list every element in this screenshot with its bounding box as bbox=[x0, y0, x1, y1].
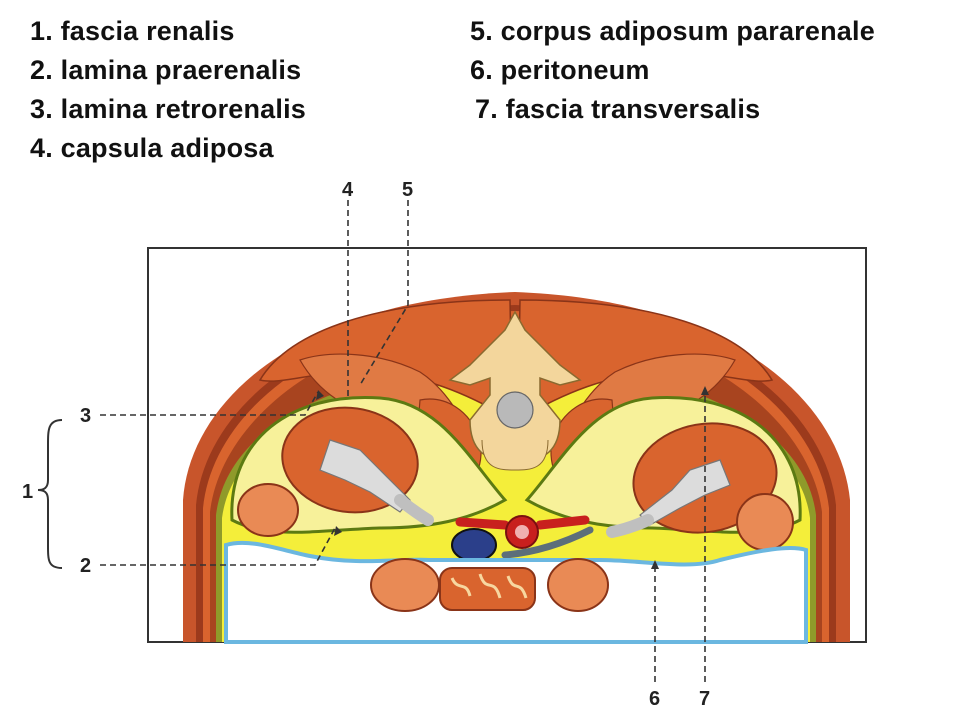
callout-number-4: 4 bbox=[342, 179, 354, 201]
peritoneal-cavity bbox=[224, 540, 808, 644]
renal-vein-right bbox=[535, 515, 590, 530]
callout-line-5 bbox=[359, 200, 409, 386]
callout-number-2: 2 bbox=[80, 555, 91, 577]
legend-item-4: 4. capsula adiposa bbox=[30, 133, 274, 163]
kidney-left-sinus bbox=[319, 439, 411, 513]
mesentery-bowel bbox=[439, 567, 536, 611]
colon-left bbox=[237, 483, 299, 537]
spinal-cord bbox=[496, 391, 534, 429]
arrow-6 bbox=[651, 560, 659, 569]
legend-item-7: 7. fascia transversalis bbox=[475, 94, 761, 124]
intestine-loop-1 bbox=[370, 558, 440, 612]
intestine-loop-2 bbox=[547, 558, 609, 612]
vena-cava bbox=[451, 528, 497, 562]
arrow-3 bbox=[316, 390, 324, 400]
renal-vein-long bbox=[501, 526, 594, 559]
callout-number-1: 1 bbox=[22, 481, 33, 503]
legend-item-2: 2. lamina praerenalis bbox=[30, 55, 302, 85]
kidney-left bbox=[281, 406, 434, 526]
arrow-7 bbox=[701, 386, 709, 395]
vertebral-body bbox=[481, 439, 549, 471]
colon-right bbox=[736, 493, 794, 551]
great-vessels bbox=[451, 515, 594, 562]
renal-vein-left bbox=[455, 517, 510, 530]
callout-number-6: 6 bbox=[649, 688, 660, 710]
callout-number-3: 3 bbox=[80, 405, 91, 427]
mesentery-bowel-folds bbox=[450, 573, 528, 599]
legend-item-5: 5. corpus adiposum pararenale bbox=[470, 16, 875, 46]
vertebra bbox=[448, 310, 582, 471]
ureter-right bbox=[606, 514, 654, 538]
aorta-lumen bbox=[515, 525, 529, 539]
callout-lines bbox=[100, 200, 706, 682]
callout-arrows bbox=[316, 386, 709, 569]
legend-item-1: 1. fascia renalis bbox=[30, 16, 235, 46]
callout-line-2 bbox=[100, 527, 336, 566]
ureter-left bbox=[394, 494, 434, 526]
legend-item-3: 3. lamina retrorenalis bbox=[30, 94, 307, 124]
bracket-1 bbox=[37, 419, 63, 569]
callout-number-7: 7 bbox=[699, 688, 710, 710]
colon-lateral bbox=[237, 483, 794, 551]
arrow-2 bbox=[334, 526, 342, 536]
callout-number-5: 5 bbox=[402, 179, 413, 201]
callout-line-3 bbox=[100, 391, 319, 416]
legend-item-6: 6. peritoneum bbox=[470, 55, 650, 85]
